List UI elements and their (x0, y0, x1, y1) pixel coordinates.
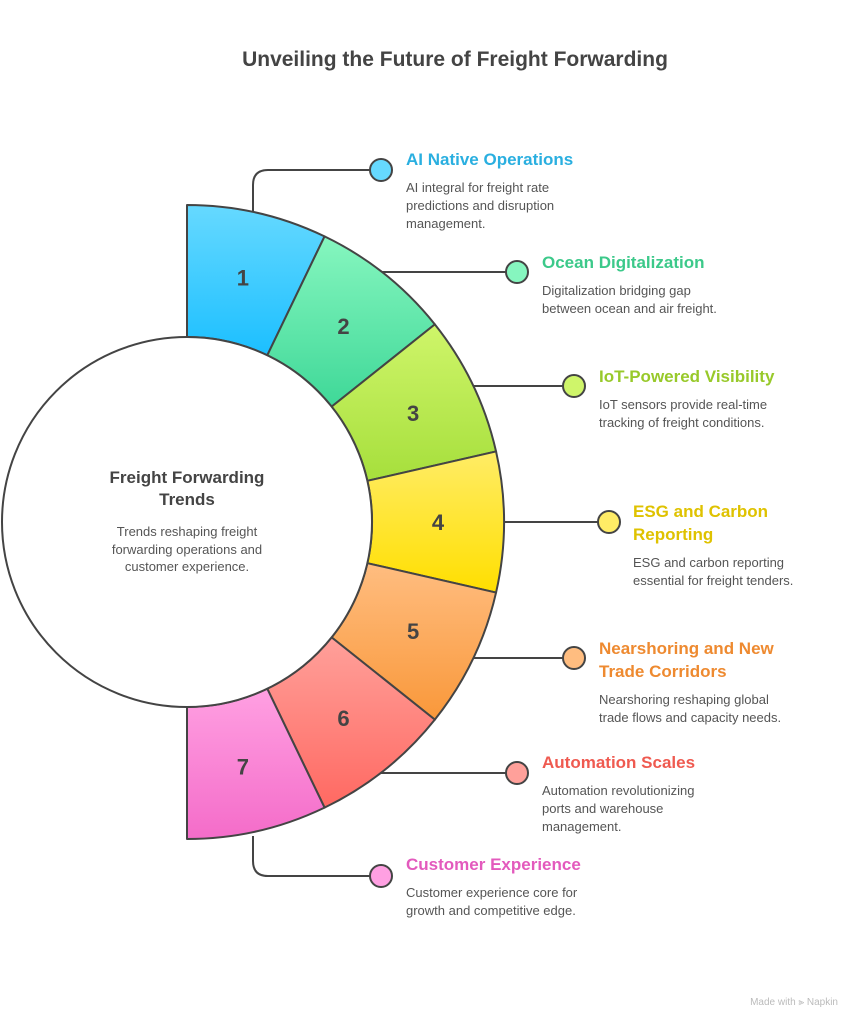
trend-title: ESG and Carbon Reporting (633, 502, 769, 544)
trend-item-1: AI Native Operations AI integral for frei… (406, 148, 586, 233)
connector-dot (505, 260, 529, 284)
trend-description: Customer experience core for growth and … (406, 885, 578, 918)
footer-credit: Made with ⫸ Napkin (750, 997, 838, 1008)
segment-number: 1 (237, 265, 249, 290)
trend-description: IoT sensors provide real-time tracking o… (599, 397, 768, 430)
connector-line (252, 169, 370, 212)
trend-description: Nearshoring reshaping global trade flows… (599, 692, 782, 725)
connector-dot (505, 761, 529, 785)
connector-dot (369, 864, 393, 888)
trend-title: Automation Scales (542, 753, 696, 772)
center-title: Freight Forwarding Trends (109, 468, 265, 509)
connector-line (252, 836, 370, 877)
trend-description: Digitalization bridging gap between ocea… (542, 283, 717, 316)
trend-title: Customer Experience (406, 855, 581, 874)
center-description: Trends reshaping freight forwarding oper… (111, 524, 263, 574)
trend-title: Nearshoring and New Trade Corridors (599, 639, 774, 681)
center-circle (1, 336, 373, 708)
segment-number: 4 (432, 510, 445, 535)
segment-number: 6 (337, 706, 349, 731)
trend-title: AI Native Operations (406, 150, 574, 169)
connector-dot (369, 158, 393, 182)
segment-number: 2 (337, 314, 349, 339)
trend-description: ESG and carbon reporting essential for f… (633, 555, 794, 588)
trend-title: Ocean Digitalization (542, 253, 705, 272)
trend-title: IoT-Powered Visibility (599, 367, 775, 386)
center-hub: Freight Forwarding Trends Trends reshapi… (87, 467, 287, 576)
connector-dot (562, 374, 586, 398)
connector-dot (562, 646, 586, 670)
segment-number: 5 (407, 619, 419, 644)
segment-number: 3 (407, 401, 419, 426)
connector-dot (597, 510, 621, 534)
page-title: Unveiling the Future of Freight Forwardi… (242, 48, 668, 71)
trend-description: AI integral for freight rate predictions… (406, 180, 555, 231)
segment-number: 7 (237, 755, 249, 780)
trend-description: Automation revolutionizing ports and war… (542, 783, 695, 834)
